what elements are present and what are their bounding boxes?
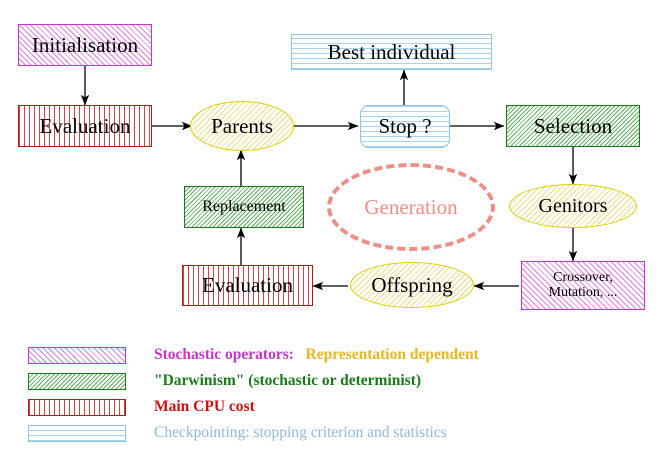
legend-label-darwinism: "Darwinism" (stochastic or determinist) — [154, 372, 422, 389]
legend: Stochastic operators: Representation dep… — [28, 342, 648, 446]
node-initialisation-label: Initialisation — [31, 32, 139, 57]
legend-label-stochastic-operators: Stochastic operators: Representation dep… — [154, 346, 479, 364]
node-crossover-mutation[interactable]: Crossover, Mutation, ... — [521, 261, 645, 310]
node-evaluation-top[interactable]: Evaluation — [18, 105, 152, 147]
legend-item-darwinism: "Darwinism" (stochastic or determinist) — [28, 368, 648, 394]
node-parents-label: Parents — [211, 113, 273, 138]
legend-label-checkpointing: Checkpointing: stopping criterion and st… — [154, 424, 447, 441]
node-best-individual[interactable]: Best individual — [291, 34, 492, 70]
legend-text-accent: Representation dependent — [293, 346, 479, 363]
node-selection[interactable]: Selection — [506, 105, 640, 147]
legend-item-stochastic-operators: Stochastic operators: Representation dep… — [28, 342, 648, 368]
node-evaluation-bottom[interactable]: Evaluation — [182, 265, 313, 306]
node-evaluation-bottom-label: Evaluation — [202, 273, 293, 298]
legend-swatch-blue — [28, 424, 126, 442]
node-genitors-label: Genitors — [538, 194, 608, 217]
legend-item-checkpointing: Checkpointing: stopping criterion and st… — [28, 420, 648, 446]
node-replacement-label: Replacement — [202, 197, 286, 215]
node-generation-annotation: Generation — [327, 163, 495, 251]
legend-swatch-green — [28, 372, 126, 390]
node-selection-label: Selection — [533, 113, 613, 138]
legend-swatch-magenta — [28, 346, 126, 364]
node-genitors[interactable]: Genitors — [509, 184, 637, 228]
node-initialisation[interactable]: Initialisation — [18, 24, 152, 66]
legend-swatch-red — [28, 398, 126, 416]
node-offspring-label: Offspring — [371, 272, 453, 297]
node-parents[interactable]: Parents — [190, 101, 294, 151]
node-crossover-mutation-label: Crossover, Mutation, ... — [548, 269, 618, 300]
node-replacement[interactable]: Replacement — [184, 186, 304, 228]
legend-item-main-cpu-cost: Main CPU cost — [28, 394, 648, 420]
node-generation-label: Generation — [364, 194, 458, 219]
legend-label-main-cpu-cost: Main CPU cost — [154, 398, 255, 415]
legend-text-main: Stochastic operators: — [154, 346, 294, 363]
node-evaluation-top-label: Evaluation — [39, 113, 131, 138]
node-stop-label: Stop ? — [378, 114, 432, 139]
node-stop[interactable]: Stop ? — [360, 105, 450, 148]
node-best-individual-label: Best individual — [327, 39, 456, 64]
node-offspring[interactable]: Offspring — [350, 262, 474, 308]
